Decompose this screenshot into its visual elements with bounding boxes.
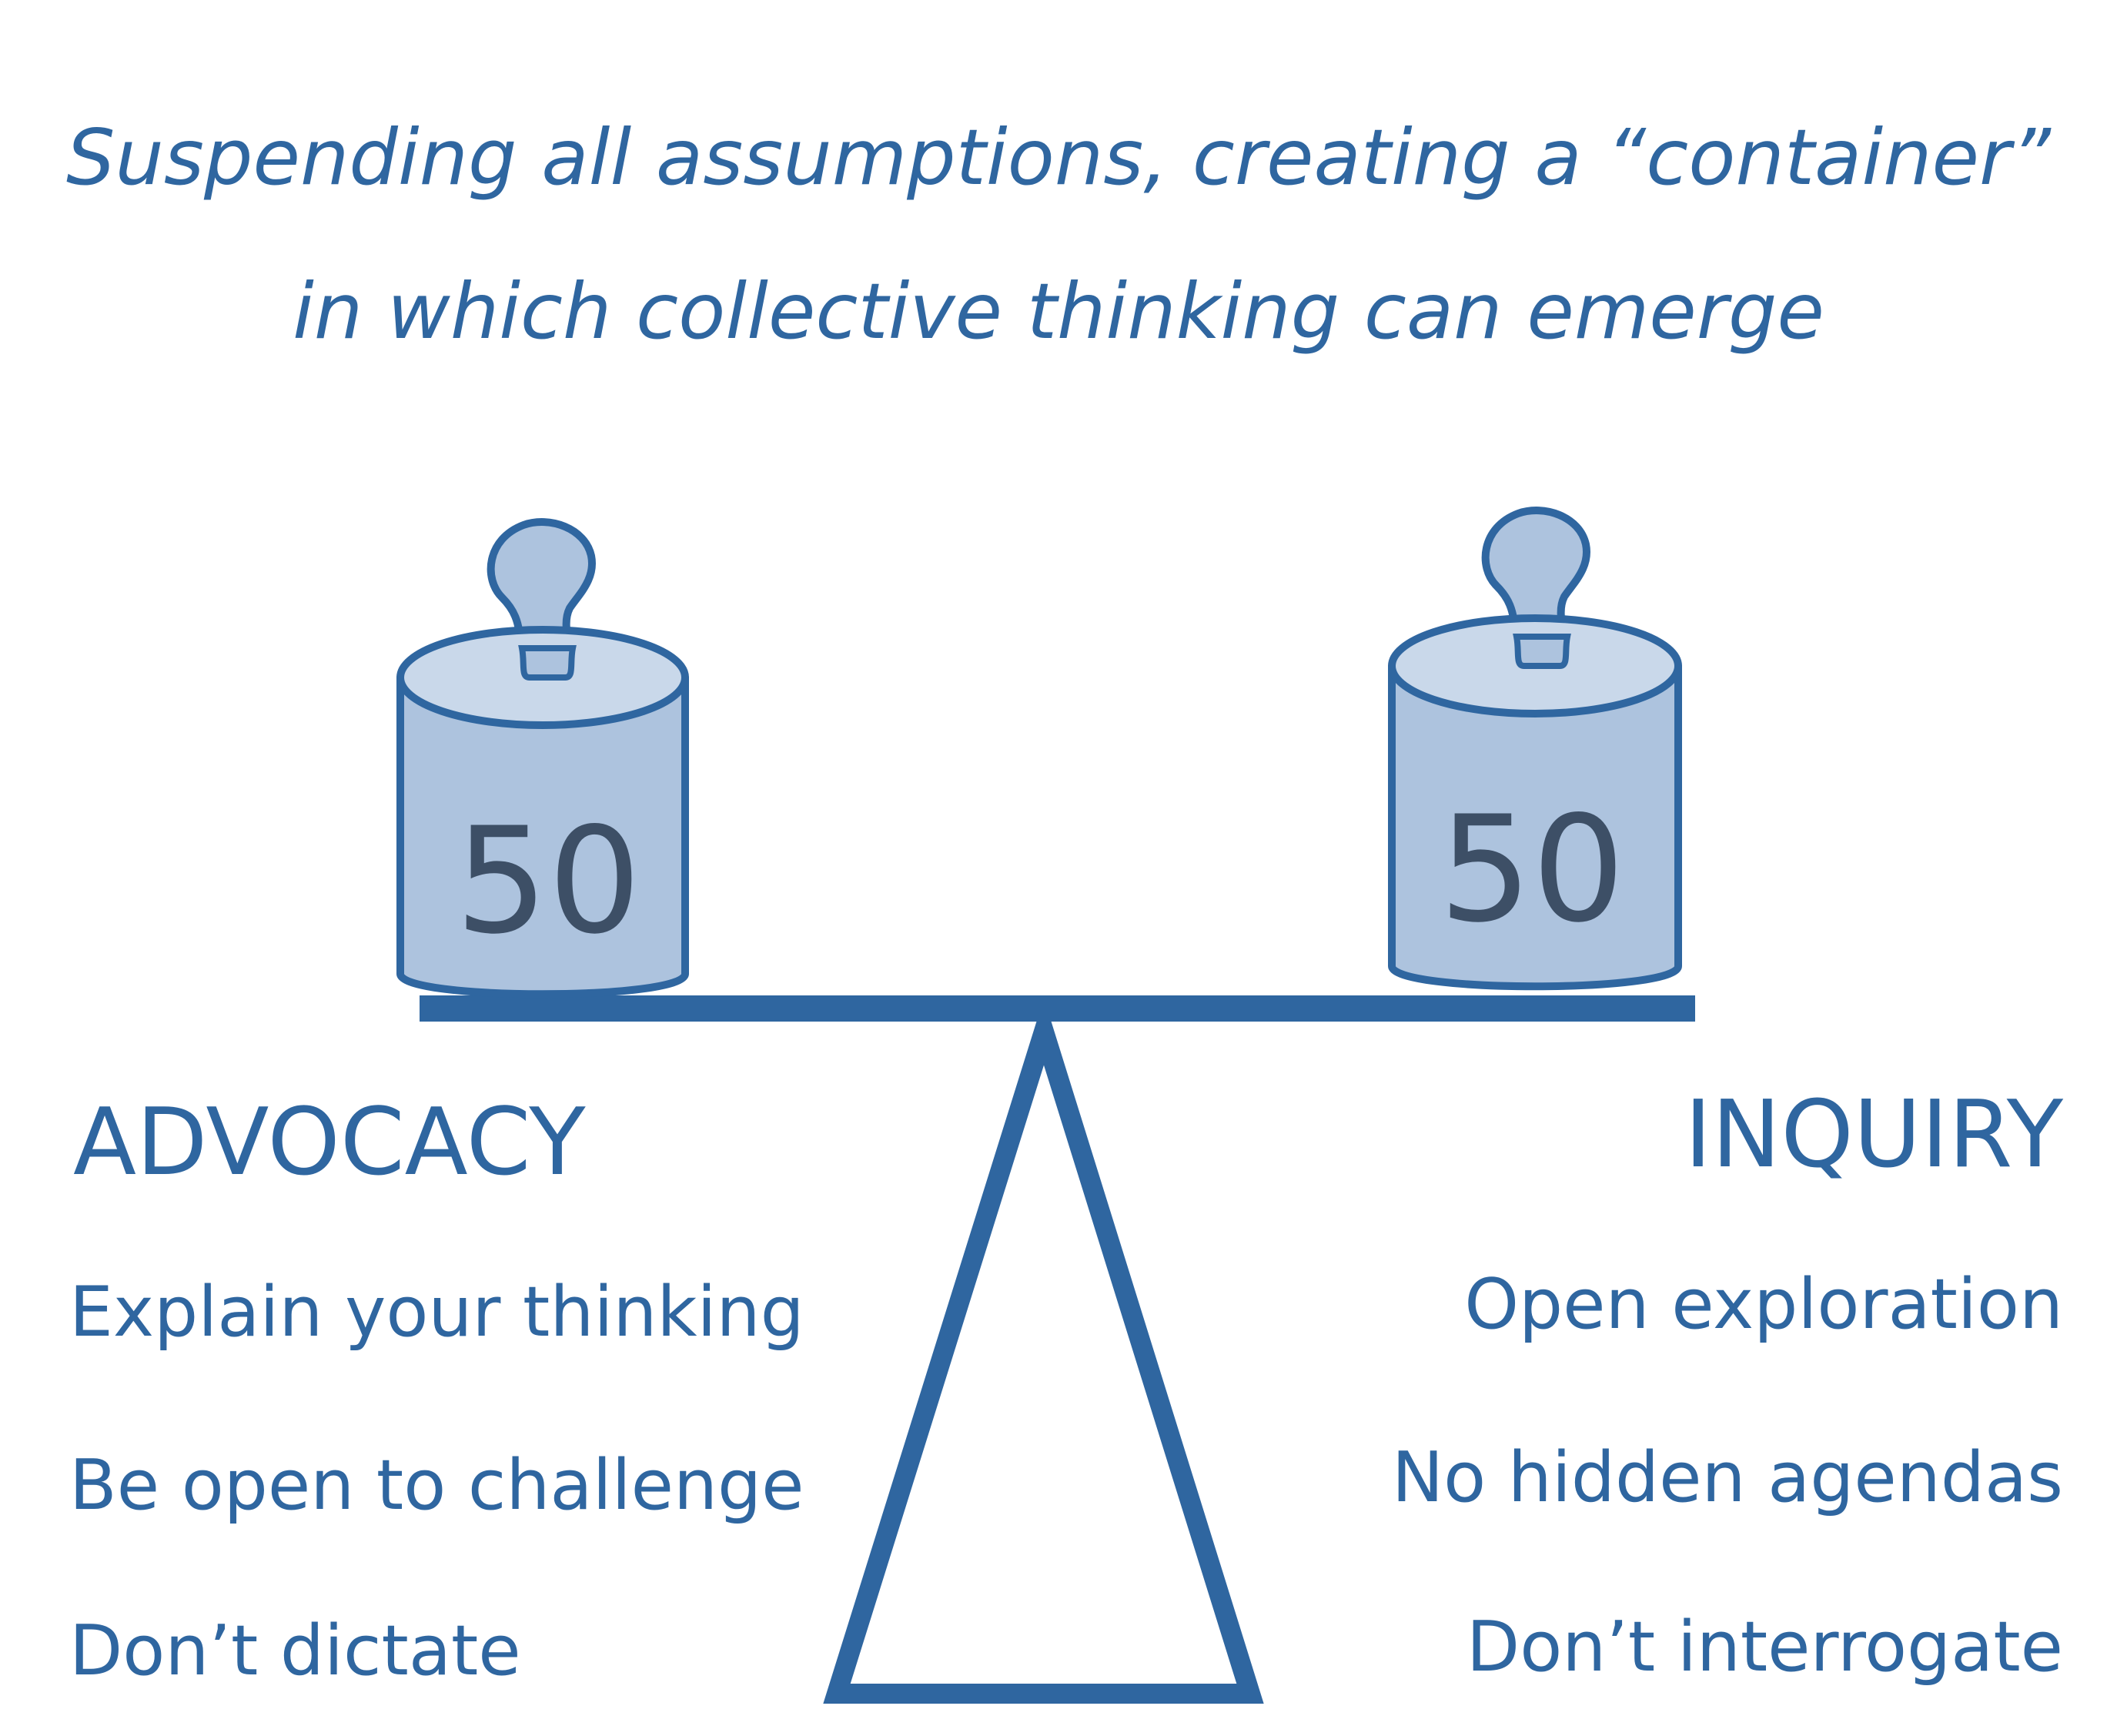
inquiry-item: No hidden agendas <box>1391 1437 2063 1518</box>
subtitle-line-2: in which collective thinking can emerge <box>293 266 1824 356</box>
balance-beam <box>420 995 1695 1022</box>
inquiry-heading: INQUIRY <box>1684 1082 2063 1189</box>
right-weight-body <box>1388 662 1682 991</box>
inquiry-item: Don’t interrogate <box>1466 1607 2063 1687</box>
advocacy-item: Be open to challenge <box>69 1445 804 1526</box>
left-weight-neck <box>518 645 577 681</box>
right-weight-handle <box>1481 507 1590 646</box>
right-weight-label: 50 <box>1439 784 1625 955</box>
left-weight-label: 50 <box>455 796 641 966</box>
subtitle-line-1: Suspending all assumptions, creating a “… <box>66 112 2051 202</box>
advocacy-heading: ADVOCACY <box>73 1089 586 1196</box>
right-weight: 50 <box>1388 507 1682 991</box>
inquiry-item: Open exploration <box>1464 1264 2063 1345</box>
advocacy-item: Don’t dictate <box>69 1611 521 1691</box>
fulcrum-triangle <box>823 998 1264 1704</box>
left-weight: 50 <box>396 518 689 998</box>
left-weight-body <box>396 674 689 998</box>
right-weight-neck <box>1513 634 1571 669</box>
advocacy-item: Explain your thinking <box>69 1272 804 1353</box>
left-weight-handle <box>487 518 596 657</box>
